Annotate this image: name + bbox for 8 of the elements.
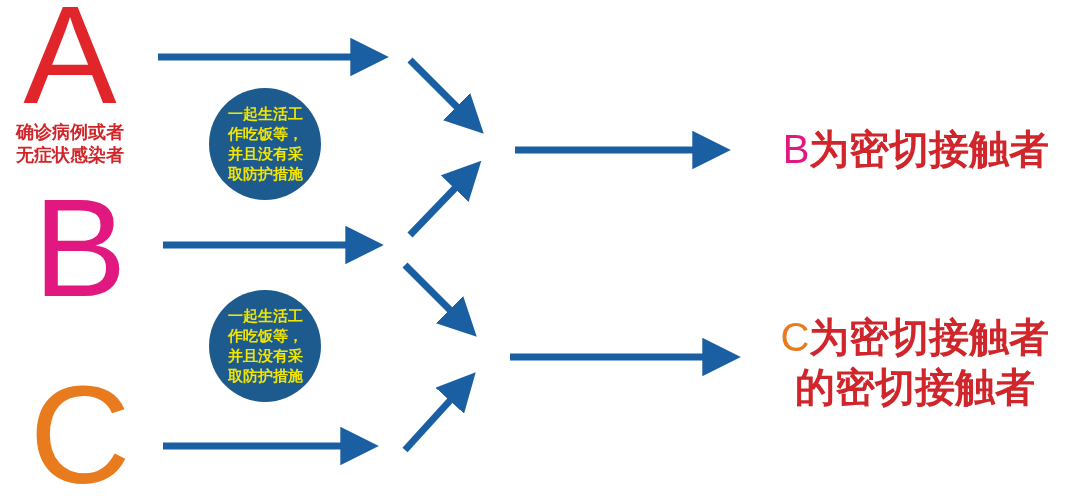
letter-label: B — [32, 185, 128, 310]
condition-circle: 一起生活工作吃饭等，并且没有采取防护措施 — [209, 88, 321, 200]
description-text: 确诊病例或者无症状感染者 — [14, 121, 125, 166]
result-text: C为密切接触者的密切接触者 — [765, 312, 1065, 412]
letter-label: C — [28, 372, 132, 497]
letter-label: A — [23, 0, 117, 117]
condition-circle: 一起生活工作吃饭等，并且没有采取防护措施 — [209, 290, 321, 402]
result-text: B为密切接触者 — [755, 124, 1077, 174]
